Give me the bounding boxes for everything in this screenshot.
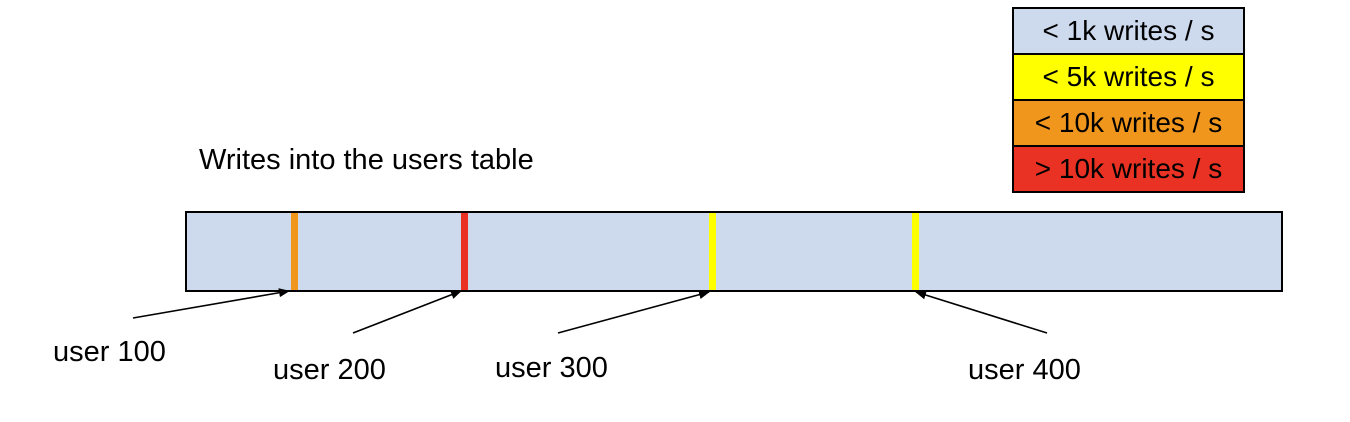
- arrow-user-300: [557, 290, 710, 334]
- stripe-user-200: [461, 213, 468, 290]
- legend: < 1k writes / s < 5k writes / s < 10k wr…: [1012, 7, 1245, 193]
- legend-item-lt-5k: < 5k writes / s: [1012, 53, 1245, 101]
- annotation-user-300: user 300: [495, 352, 608, 384]
- arrow-user-400: [915, 290, 1048, 334]
- legend-item-lt-1k: < 1k writes / s: [1012, 7, 1245, 55]
- annotation-user-100: user 100: [53, 336, 166, 368]
- annotation-user-400: user 400: [968, 354, 1081, 386]
- annotation-user-200: user 200: [273, 354, 386, 386]
- stripe-user-300: [709, 213, 716, 290]
- diagram-title: Writes into the users table: [199, 144, 534, 176]
- stripe-user-100: [291, 213, 298, 290]
- legend-item-lt-10k: < 10k writes / s: [1012, 99, 1245, 147]
- stripe-user-400: [912, 213, 919, 290]
- legend-item-gt-10k: > 10k writes / s: [1012, 145, 1245, 193]
- arrow-user-200: [352, 290, 462, 334]
- users-table-bar: [185, 211, 1283, 292]
- arrow-user-100: [132, 288, 290, 319]
